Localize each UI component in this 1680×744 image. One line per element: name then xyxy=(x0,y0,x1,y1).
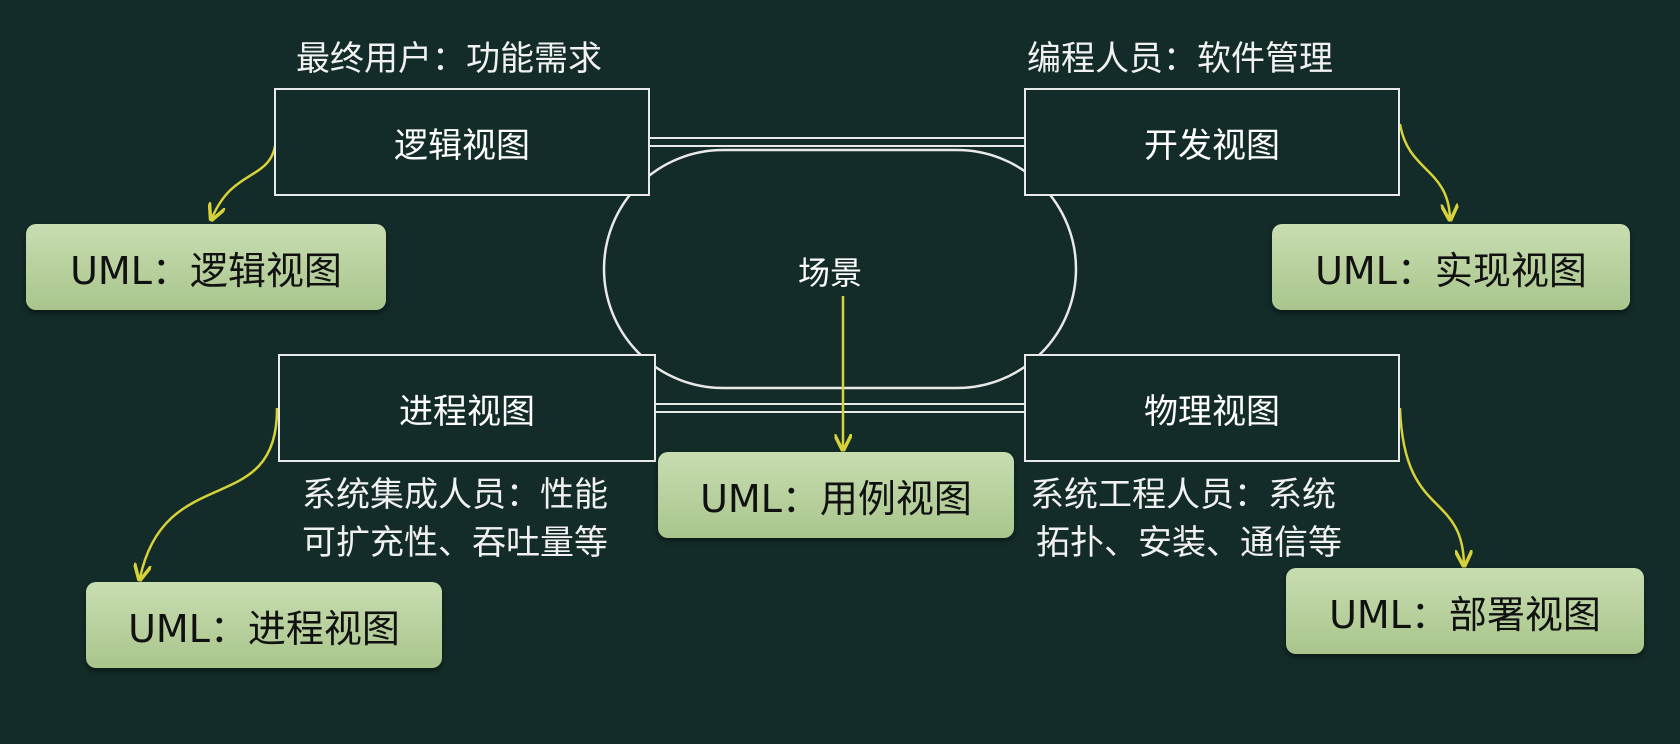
development-view-box: 开发视图 xyxy=(1024,88,1400,196)
physical-view-label: 物理视图 xyxy=(1144,391,1280,432)
uml-deployment-view-label: UML：部署视图 xyxy=(1329,592,1601,637)
scenario-label: 场景 xyxy=(798,254,863,292)
arrow-physical xyxy=(1398,407,1464,564)
process-view-label: 进程视图 xyxy=(399,391,535,432)
uml-implementation-view-label: UML：实现视图 xyxy=(1315,248,1587,293)
caption-physical-line1: 系统工程人员：系统 xyxy=(1030,475,1336,515)
logical-view-label: 逻辑视图 xyxy=(394,125,530,166)
development-view-label: 开发视图 xyxy=(1144,125,1280,166)
uml-logical-view-label: UML：逻辑视图 xyxy=(70,248,342,293)
arrow-development xyxy=(1398,123,1450,218)
physical-view-box: 物理视图 xyxy=(1024,354,1400,462)
process-view-box: 进程视图 xyxy=(278,354,656,462)
arrow-process xyxy=(140,407,279,578)
uml-deployment-view-box: UML：部署视图 xyxy=(1286,568,1644,654)
arrow-logical xyxy=(212,139,278,218)
caption-process-line2: 可扩充性、吞吐量等 xyxy=(302,523,608,563)
uml-process-view-box: UML：进程视图 xyxy=(86,582,442,668)
uml-use-case-view-box: UML：用例视图 xyxy=(658,452,1014,538)
caption-physical-line2: 拓扑、安装、通信等 xyxy=(1036,523,1342,563)
uml-use-case-view-label: UML：用例视图 xyxy=(700,476,972,521)
caption-logical: 最终用户：功能需求 xyxy=(296,39,602,79)
uml-process-view-label: UML：进程视图 xyxy=(128,606,400,651)
caption-development: 编程人员：软件管理 xyxy=(1027,39,1333,79)
scenario-ellipse xyxy=(602,148,1078,390)
caption-process-line1: 系统集成人员：性能 xyxy=(302,475,608,515)
uml-implementation-view-box: UML：实现视图 xyxy=(1272,224,1630,310)
logical-view-box: 逻辑视图 xyxy=(274,88,650,196)
uml-logical-view-box: UML：逻辑视图 xyxy=(26,224,386,310)
